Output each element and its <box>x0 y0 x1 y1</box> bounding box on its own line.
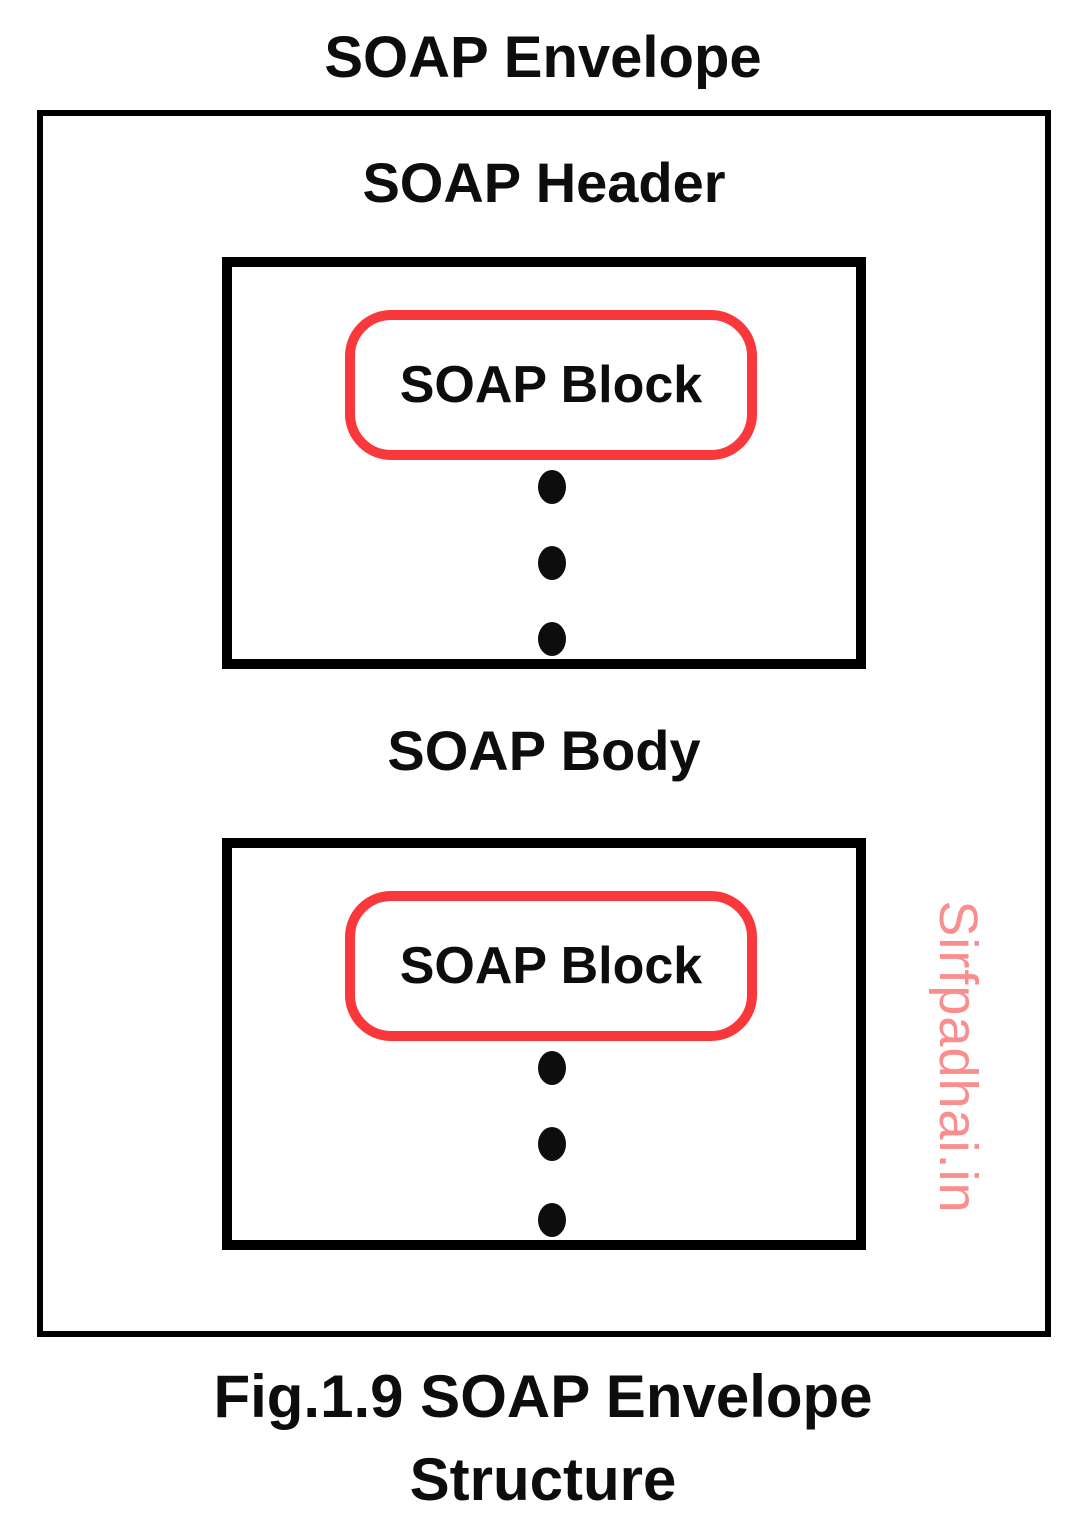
soap-body-block: SOAP Block <box>345 891 757 1041</box>
soap-envelope-box: SOAP Header SOAP Block SOAP Body SOAP Bl… <box>37 110 1051 1337</box>
soap-body-label: SOAP Body <box>387 719 701 782</box>
ellipsis-dot <box>538 1051 566 1085</box>
ellipsis-dot <box>538 470 566 504</box>
figure-caption-line1: Fig.1.9 SOAP Envelope <box>213 1363 873 1430</box>
soap-header-block: SOAP Block <box>345 310 757 460</box>
soap-header-label: SOAP Header <box>362 151 726 214</box>
soap-body-box: SOAP Block <box>222 838 866 1250</box>
soap-header-block-label: SOAP Block <box>399 356 703 414</box>
figure-caption: Fig.1.9 SOAP Envelope Structure <box>0 1356 1086 1522</box>
ellipsis-dot <box>538 622 566 656</box>
watermark-text: Sirfpadhai.in <box>928 900 988 1214</box>
soap-header-box: SOAP Block <box>222 257 866 669</box>
ellipsis-dot <box>538 1203 566 1237</box>
ellipsis-dot <box>538 546 566 580</box>
figure-caption-line2: Structure <box>409 1445 677 1513</box>
ellipsis-dot <box>538 1127 566 1161</box>
soap-body-block-label: SOAP Block <box>399 937 703 995</box>
diagram-title: SOAP Envelope <box>324 25 762 90</box>
